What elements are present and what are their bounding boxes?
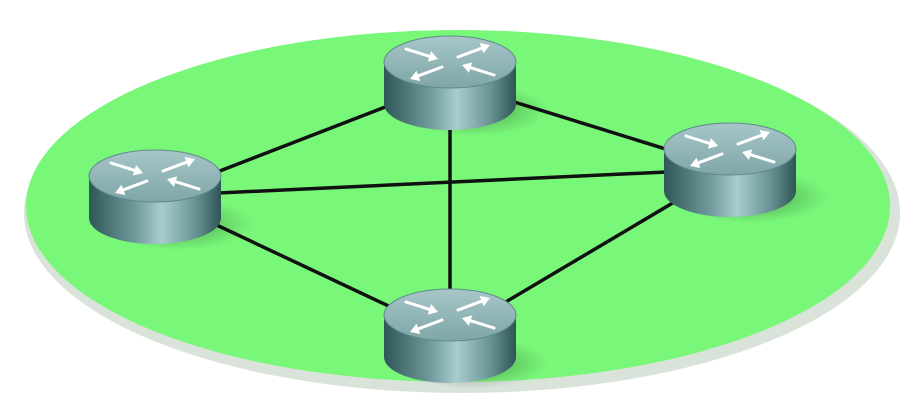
router-icon bbox=[404, 43, 496, 81]
router-left[interactable] bbox=[88, 149, 253, 250]
router-icon bbox=[684, 130, 776, 168]
router-icon bbox=[109, 157, 201, 195]
router-top-face bbox=[663, 122, 797, 176]
router-bottom[interactable] bbox=[383, 288, 548, 389]
network-area bbox=[26, 30, 890, 382]
router-icon bbox=[404, 296, 496, 334]
router-top[interactable] bbox=[383, 35, 548, 136]
router-top-face bbox=[88, 149, 222, 203]
router-top-face bbox=[383, 288, 517, 342]
router-right[interactable] bbox=[663, 122, 828, 223]
link-left-right bbox=[153, 167, 732, 198]
router-top-face bbox=[383, 35, 517, 89]
